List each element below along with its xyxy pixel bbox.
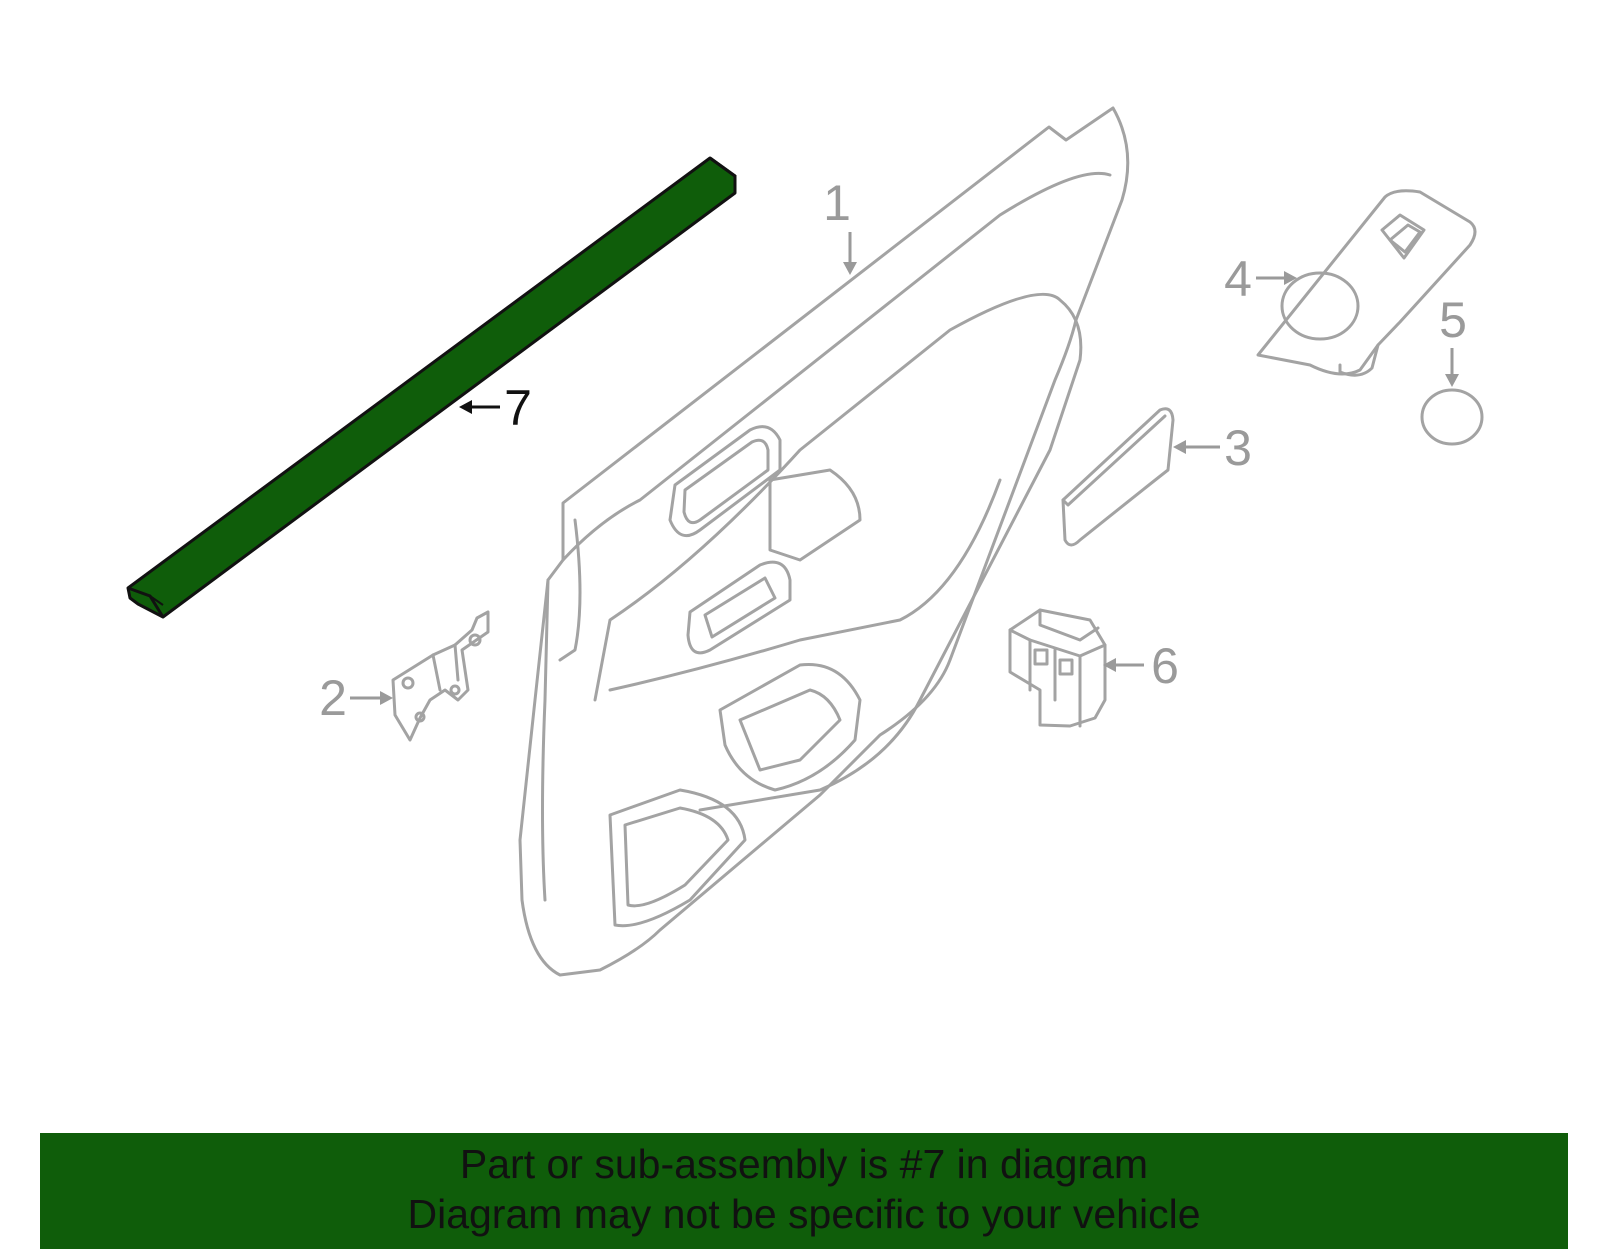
callout-2-label: 2	[319, 670, 347, 726]
part-4-switch-bezel[interactable]	[1256, 189, 1477, 377]
callout-3-label: 3	[1224, 420, 1252, 476]
part-2-bracket[interactable]	[391, 610, 490, 742]
callout-5-label: 5	[1439, 292, 1467, 348]
part-3-trim-pad[interactable]	[1061, 407, 1175, 547]
callout-1: 1	[823, 175, 857, 275]
callout-7: 7	[459, 380, 532, 436]
callout-6-label: 6	[1151, 638, 1179, 694]
parts-diagram: 1 2 3 4 5	[126, 106, 1484, 977]
callout-7-label: 7	[504, 380, 532, 436]
callout-5: 5	[1439, 292, 1467, 387]
callout-2: 2	[319, 670, 393, 726]
callout-1-label: 1	[823, 175, 851, 231]
part-6-window-switch[interactable]	[1008, 608, 1107, 728]
part-5-cap[interactable]	[1420, 388, 1484, 446]
caption-banner: Part or sub-assembly is #7 in diagram Di…	[40, 1133, 1568, 1249]
callout-4: 4	[1224, 251, 1297, 307]
banner-line-2: Diagram may not be specific to your vehi…	[407, 1191, 1201, 1237]
callout-6: 6	[1103, 638, 1179, 694]
part-1-door-trim-panel[interactable]	[518, 106, 1130, 977]
banner-line-1: Part or sub-assembly is #7 in diagram	[459, 1141, 1149, 1187]
part-7-weatherstrip-molding[interactable]	[126, 156, 737, 619]
callout-4-label: 4	[1224, 251, 1252, 307]
callout-3: 3	[1173, 420, 1252, 476]
